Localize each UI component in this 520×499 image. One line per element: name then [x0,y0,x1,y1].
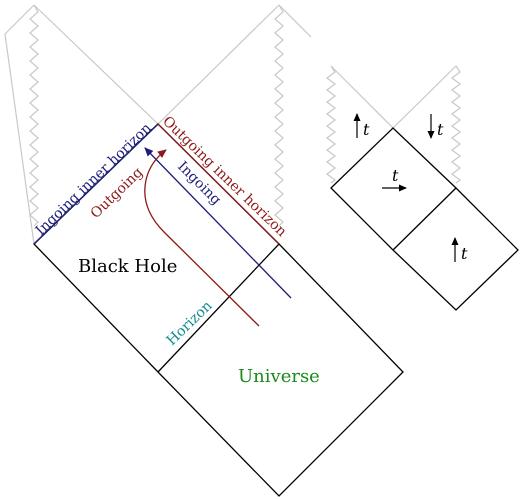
ingoing-inner-horizon-line [33,123,159,245]
outgoing-ray [144,149,260,327]
left-singularity-zigzag [29,4,39,227]
upper-region-lines [4,4,312,245]
right-left-zigzag [326,65,336,184]
right-diagram-outline [330,127,519,311]
t-label-middle: t [392,166,399,185]
t-label-bottom: t [461,244,468,263]
outgoing-inner-horizon-line [157,123,280,245]
t-label-top-left: t [363,120,370,139]
right-right-zigzag [451,65,461,184]
horizon-label: Horizon [164,298,216,349]
right-upper-region [330,65,457,129]
right-singularity-zigzag [274,4,284,227]
outgoing-inner-horizon-label: Outgoing inner horizon [159,113,289,240]
ingoing-ray [144,147,292,299]
black-hole-label: Black Hole [78,256,177,277]
universe-label: Universe [238,366,320,387]
t-label-top-right: t [437,120,444,139]
